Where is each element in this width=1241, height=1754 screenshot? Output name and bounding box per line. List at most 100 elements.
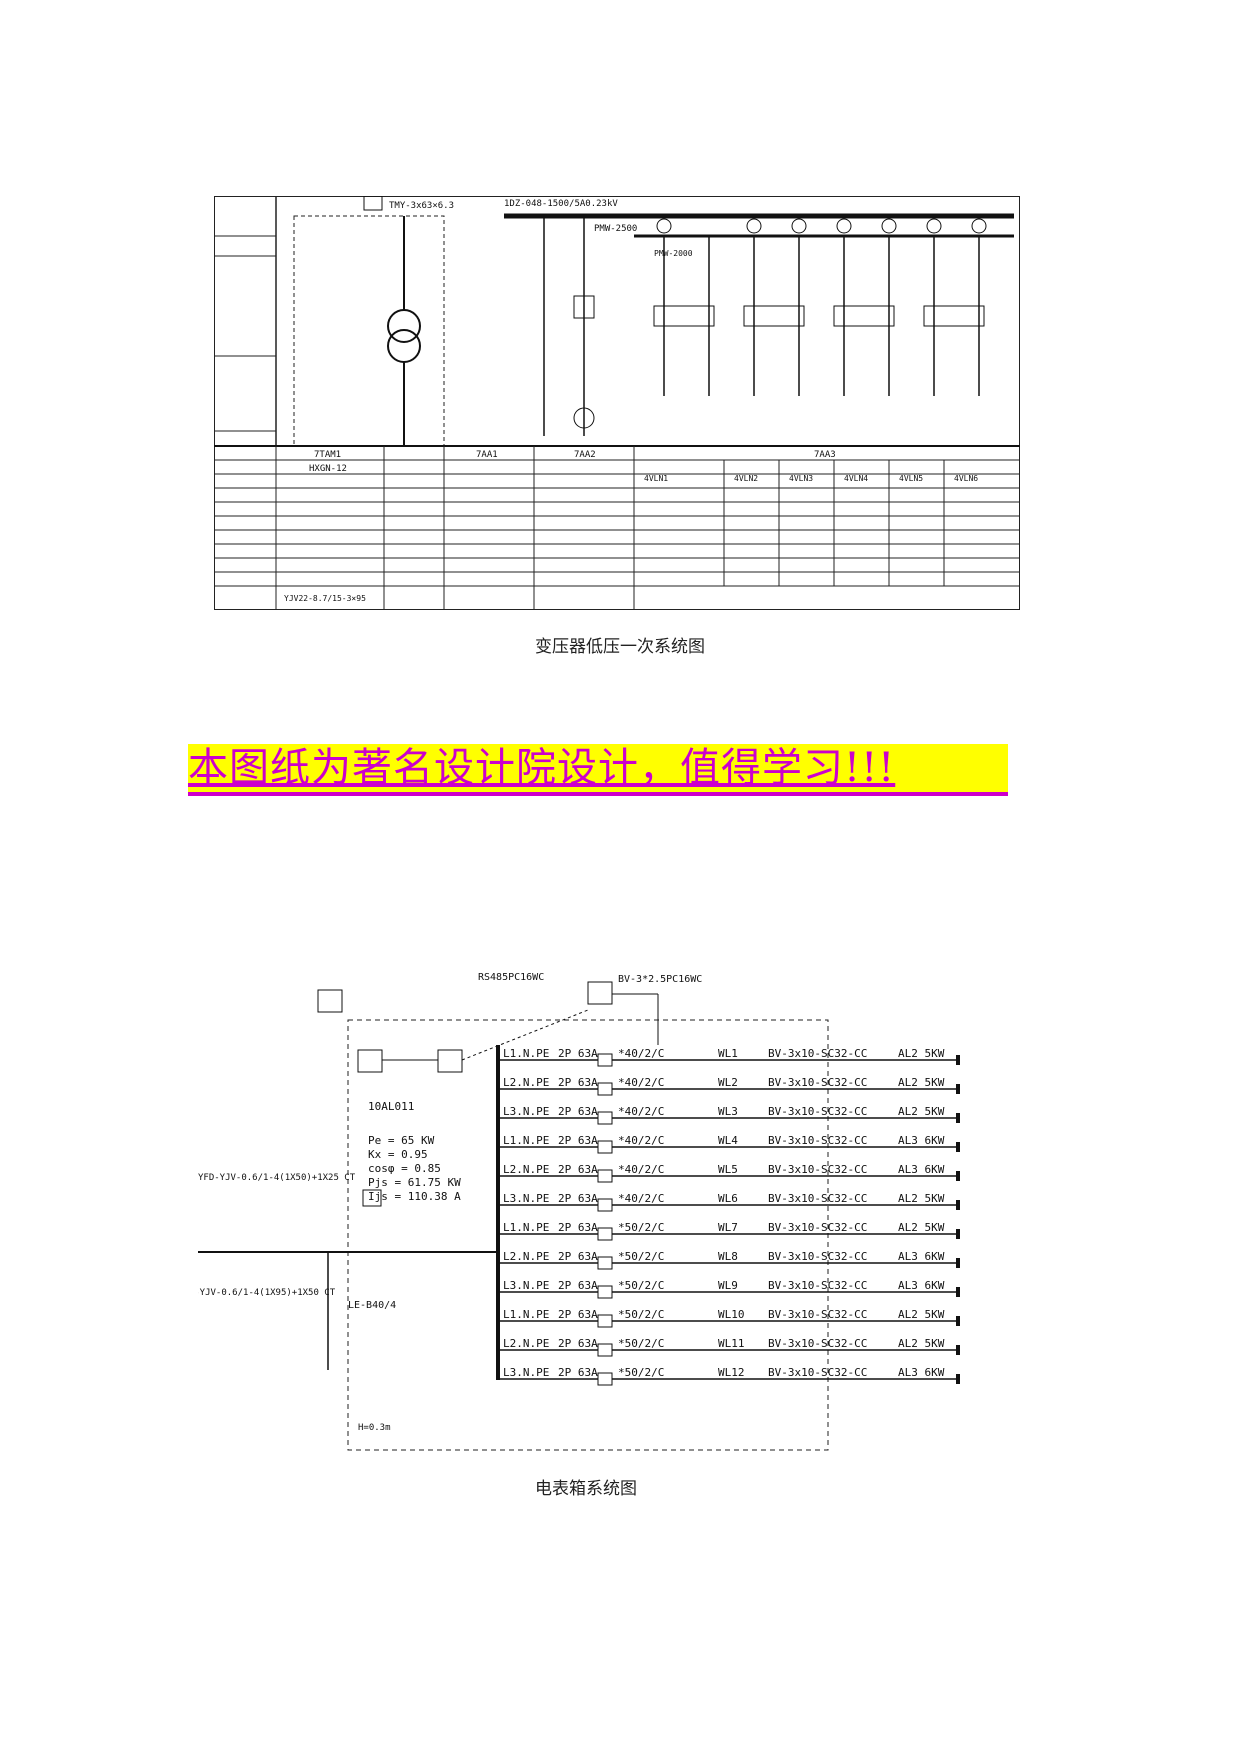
circuit-terminal — [956, 1316, 960, 1326]
circuit-meter-rating: *50/2/C — [618, 1337, 664, 1350]
circuit-load: AL2 5KW — [898, 1221, 945, 1234]
circuit-terminal — [956, 1113, 960, 1123]
circuit-load: AL3 6KW — [898, 1279, 945, 1292]
circuit-terminal — [956, 1287, 960, 1297]
fig1-feeder-5: 4VLN5 — [899, 474, 923, 483]
circuit-id: WL1 — [718, 1047, 738, 1060]
fig2-cos: cosφ = 0.85 — [368, 1162, 441, 1175]
circuit-pole: 2P 63A — [558, 1163, 598, 1176]
fig1-top-label: 1DZ-048-1500/5A0.23kV — [504, 199, 618, 209]
meter-icon — [597, 1169, 613, 1183]
fig1-feeder-3: 4VLN3 — [789, 474, 813, 483]
circuit-meter-rating: *40/2/C — [618, 1192, 664, 1205]
circuit-meter-rating: *40/2/C — [618, 1076, 664, 1089]
circuit-id: WL9 — [718, 1279, 738, 1292]
fig1-feeder-6: 4VLN6 — [954, 474, 978, 483]
circuit-cable: BV-3x10-SC32-CC — [768, 1047, 867, 1060]
circuit-meter-rating: *50/2/C — [618, 1250, 664, 1263]
transformer-lv-diagram-svg: TMY-3x63×6.3 1DZ-048-1500/5A0.23kV PMW-2… — [214, 196, 1020, 610]
circuit-meter-rating: *50/2/C — [618, 1279, 664, 1292]
figure-1-caption: 变压器低压一次系统图 — [535, 637, 705, 657]
circuit-load: AL2 5KW — [898, 1192, 945, 1205]
circuit-phase: L1.N.PE — [503, 1221, 549, 1234]
fig1-panel-3: 7AA3 — [814, 450, 836, 460]
meter-icon — [597, 1111, 613, 1125]
circuit-load: AL2 5KW — [898, 1076, 945, 1089]
circuit-terminal — [956, 1055, 960, 1065]
circuit-pole: 2P 63A — [558, 1192, 598, 1205]
circuit-id: WL11 — [718, 1337, 745, 1350]
meter-icon — [597, 1227, 613, 1241]
circuit-meter-rating: *50/2/C — [618, 1308, 664, 1321]
fig2-ijs: Ijs = 110.38 A — [368, 1190, 461, 1203]
fig2-incoming-1: YFD-YJV-0.6/1-4(1X50)+1X25 CT — [198, 1173, 356, 1183]
circuit-cable: BV-3x10-SC32-CC — [768, 1105, 867, 1118]
meter-icon — [597, 1140, 613, 1154]
circuit-load: AL2 5KW — [898, 1047, 945, 1060]
circuit-cable: BV-3x10-SC32-CC — [768, 1134, 867, 1147]
circuit-cable: BV-3x10-SC32-CC — [768, 1163, 867, 1176]
circuit-meter-rating: *50/2/C — [618, 1366, 664, 1379]
circuit-pole: 2P 63A — [558, 1279, 598, 1292]
meter-icon — [597, 1285, 613, 1299]
circuit-id: WL5 — [718, 1163, 738, 1176]
circuit-cable: BV-3x10-SC32-CC — [768, 1337, 867, 1350]
fig2-bus-note: RS485PC16WC — [478, 972, 544, 983]
circuit-phase: L1.N.PE — [503, 1308, 549, 1321]
circuit-load: AL3 6KW — [898, 1134, 945, 1147]
circuit-id: WL8 — [718, 1250, 738, 1263]
circuit-pole: 2P 63A — [558, 1047, 598, 1060]
circuit-pole: 2P 63A — [558, 1337, 598, 1350]
fig2-pe: Pe = 65 KW — [368, 1134, 435, 1147]
circuit-cable: BV-3x10-SC32-CC — [768, 1221, 867, 1234]
circuit-pole: 2P 63A — [558, 1105, 598, 1118]
fig2-box-id: 10AL011 — [368, 1100, 414, 1113]
circuit-terminal — [956, 1142, 960, 1152]
fig2-pjs: Pjs = 61.75 KW — [368, 1176, 461, 1189]
fig1-feeder-4: 4VLN4 — [844, 474, 868, 483]
fig1-cable-type: YJV22-8.7/15-3×95 — [284, 594, 366, 603]
fig2-kx: Kx = 0.95 — [368, 1148, 428, 1161]
circuit-load: AL2 5KW — [898, 1308, 945, 1321]
meter-icon — [597, 1256, 613, 1270]
circuit-phase: L3.N.PE — [503, 1105, 549, 1118]
circuit-cable: BV-3x10-SC32-CC — [768, 1366, 867, 1379]
fig2-incoming-2: YFD-YJV-0.6/1-4(1X95)+1X50 CT — [198, 1288, 336, 1298]
circuit-phase: L3.N.PE — [503, 1279, 549, 1292]
fig2-main-breaker: LE-B40/4 — [348, 1300, 396, 1311]
circuit-meter-rating: *40/2/C — [618, 1163, 664, 1176]
circuit-pole: 2P 63A — [558, 1076, 598, 1089]
fig1-feeder-1: 4VLN1 — [644, 474, 668, 483]
circuit-phase: L3.N.PE — [503, 1366, 549, 1379]
fig1-main-breaker: PMW-2500 — [594, 224, 637, 234]
circuit-cable: BV-3x10-SC32-CC — [768, 1308, 867, 1321]
transformer-lv-diagram: TMY-3x63×6.3 1DZ-048-1500/5A0.23kV PMW-2… — [214, 196, 1020, 610]
meter-icon — [597, 1372, 613, 1386]
circuit-phase: L2.N.PE — [503, 1250, 549, 1263]
circuit-load: AL3 6KW — [898, 1163, 945, 1176]
circuit-meter-rating: *40/2/C — [618, 1105, 664, 1118]
circuit-pole: 2P 63A — [558, 1221, 598, 1234]
fig1-panel-1: 7AA1 — [476, 450, 498, 460]
circuit-cable: BV-3x10-SC32-CC — [768, 1250, 867, 1263]
circuit-id: WL7 — [718, 1221, 738, 1234]
circuit-load: AL3 6KW — [898, 1250, 945, 1263]
circuit-id: WL3 — [718, 1105, 738, 1118]
meter-icon — [597, 1198, 613, 1212]
circuit-terminal — [956, 1084, 960, 1094]
circuit-meter-rating: *40/2/C — [618, 1134, 664, 1147]
fig2-bus-cable: BV-3*2.5PC16WC — [618, 974, 702, 985]
fig2-install-note: H=0.3m — [358, 1423, 391, 1433]
meter-box-diagram: RS485PC16WC BV-3*2.5PC16WC 10AL011 Pe = … — [198, 910, 988, 1456]
circuit-pole: 2P 63A — [558, 1134, 598, 1147]
